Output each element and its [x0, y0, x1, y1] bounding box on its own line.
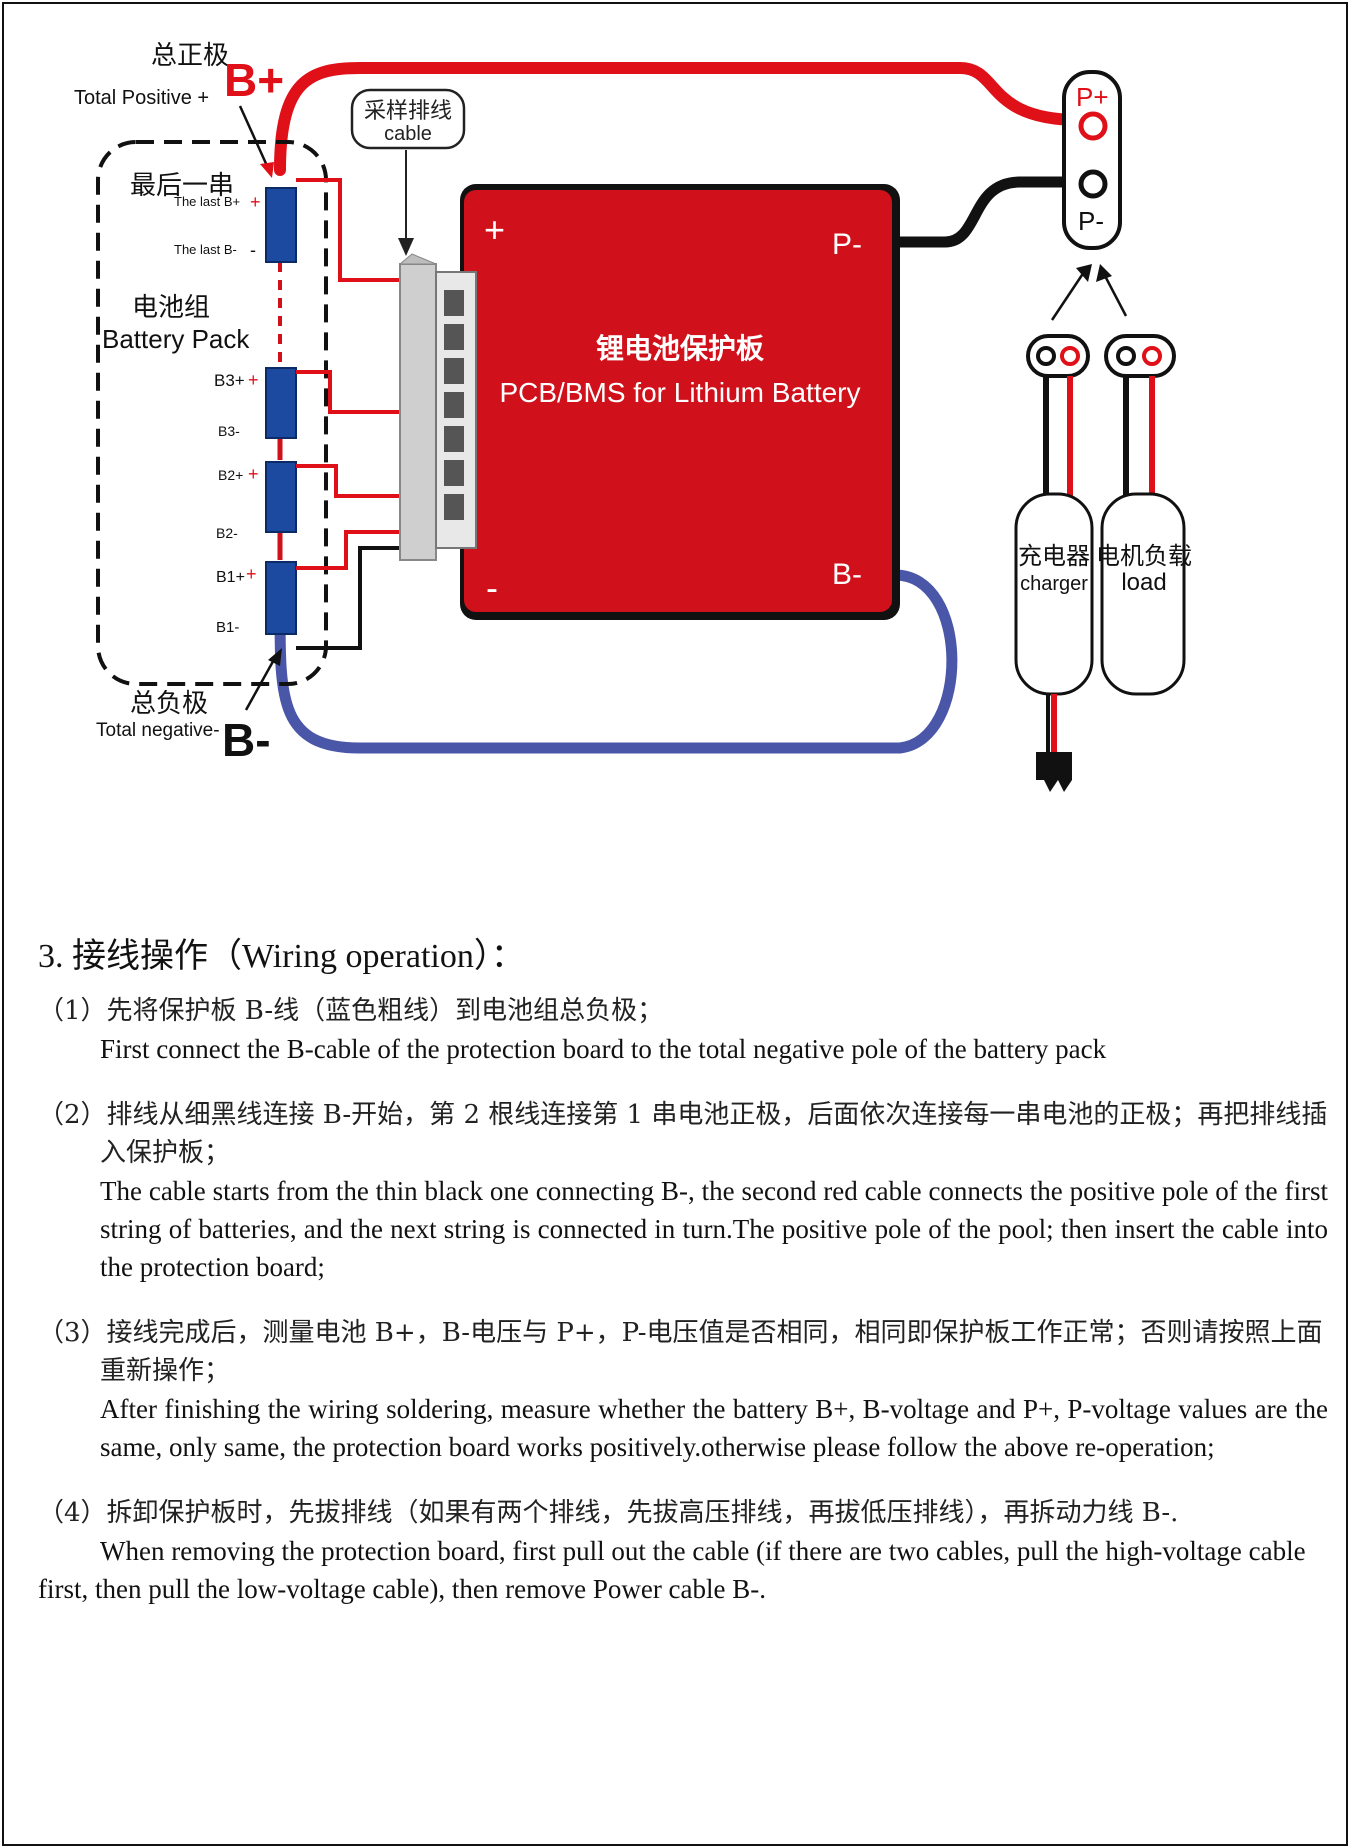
last-b-minus-label: The last B- [174, 242, 237, 257]
terminal-p-plus-label: P+ [1076, 82, 1109, 112]
step-1: （1）先将保护板 B-线（蓝色粗线）到电池组总负极； First connect… [38, 992, 1328, 1068]
terminal-p-minus-post [1078, 169, 1108, 199]
b-plus-pointer-head [260, 162, 274, 178]
charger-arrow-head [1076, 264, 1092, 282]
step-2-en: The cable starts from the thin black one… [100, 1176, 1328, 1282]
output-terminal [1062, 70, 1122, 250]
charger-label-en: charger [1020, 573, 1088, 595]
b1-plus-label: B1+ [216, 569, 245, 586]
load-plug-pos [1142, 346, 1162, 366]
b2-plus-label: B2+ [218, 467, 243, 483]
b3-plus-sign: + [248, 370, 259, 390]
charger-plug [1026, 334, 1090, 378]
p-minus-wire [895, 176, 1080, 248]
battery-pack-cn: 电池组 [132, 293, 210, 323]
last-b-plus-label: The last B+ [174, 194, 240, 209]
step-2-cn: （2）排线从细黑线连接 B-开始，第 2 根线连接第 1 串电池正极，后面依次连… [38, 1100, 1328, 1168]
b2-minus-label: B2- [216, 525, 238, 541]
battery-pack-en: Battery Pack [102, 324, 250, 354]
board-title-en: PCB/BMS for Lithium Battery [499, 377, 860, 408]
b1-plus-sign: + [246, 564, 257, 584]
load-plug-neg [1116, 346, 1136, 366]
steps-list: （1）先将保护板 B-线（蓝色粗线）到电池组总负极； First connect… [38, 992, 1328, 1636]
b1-minus-label: B1- [216, 619, 239, 636]
connector-tab [398, 253, 437, 265]
load-body [1100, 492, 1186, 696]
b-minus-label: B- [222, 714, 271, 766]
cell-b2 [265, 461, 297, 533]
cable-label-en: cable [384, 123, 432, 145]
bms-port-pins [444, 290, 464, 520]
step-4: （4）拆卸保护板时，先拔排线（如果有两个排线，先拔高压排线，再拔低压排线），再拆… [38, 1494, 1328, 1608]
sampling-wire-b-minus [296, 546, 400, 650]
b3-plus-label: B3+ [214, 371, 245, 390]
b-plus-label: B+ [224, 54, 284, 106]
charger-arrow [1050, 271, 1086, 321]
battery-pack-box [96, 140, 328, 686]
last-string-cn: 最后一串 [130, 171, 234, 201]
step-3: （3）接线完成后，测量电池 B+，B-电压与 P+，P-电压值是否相同，相同即保… [38, 1314, 1328, 1466]
board-plus-label: + [484, 209, 505, 250]
load-label-en: load [1121, 569, 1166, 596]
step-4-cn: （4）拆卸保护板时，先拔排线（如果有两个排线，先拔高压排线，再拔低压排线），再拆… [38, 1498, 1179, 1528]
wiring-diagram: 采样排线 cable + - P- B- 锂电池保护板 PCB/BMS for … [74, 41, 1192, 792]
charger-connector [1036, 752, 1072, 792]
board-title-cn: 锂电池保护板 [596, 332, 764, 365]
positive-main-wire [274, 62, 1086, 176]
sampling-wire-b1 [296, 530, 400, 570]
board-b-minus-label: B- [832, 558, 862, 591]
total-positive-cn: 总正极 [151, 41, 229, 71]
cell-b1 [265, 561, 297, 635]
step-3-en: After finishing the wiring soldering, me… [100, 1394, 1328, 1462]
step-3-cn: （3）接线完成后，测量电池 B+，B-电压与 P+，P-电压值是否相同，相同即保… [38, 1318, 1323, 1386]
terminal-p-minus-label: P- [1078, 206, 1104, 236]
b2-plus-sign: + [248, 464, 259, 484]
section-title: 3. 接线操作（Wiring operation）： [38, 938, 525, 975]
total-negative-en: Total negative- [96, 720, 220, 741]
terminal-p-plus-post [1078, 111, 1108, 141]
total-negative-cn: 总负极 [130, 689, 208, 719]
sampling-wire-last [296, 178, 400, 282]
charger-plug-neg [1036, 346, 1056, 366]
cable-label-bubble [350, 88, 466, 150]
b-minus-wire [274, 569, 958, 754]
load-plug [1104, 334, 1176, 378]
load-label-cn: 电机负载 [1096, 542, 1192, 570]
charger-label-cn: 充电器 [1018, 542, 1090, 570]
step-4-en: When removing the protection board, firs… [38, 1536, 1306, 1604]
step-1-en: First connect the B-cable of the protect… [100, 1034, 1107, 1064]
total-positive-en: Total Positive + [74, 87, 209, 109]
cell-b3 [265, 367, 297, 439]
board-minus-label: - [486, 567, 498, 608]
last-b-minus-sign: - [250, 240, 256, 260]
load-arrow-head [1096, 264, 1112, 282]
bms-board [464, 190, 892, 612]
b3-minus-label: B3- [218, 423, 240, 439]
cable-label-cn: 采样排线 [364, 99, 452, 124]
load-arrow [1102, 273, 1128, 317]
sampling-wire-b2 [296, 464, 400, 498]
sampling-wire-b3 [296, 370, 400, 414]
last-b-plus-sign: + [250, 192, 261, 212]
sampling-connector [399, 263, 437, 561]
cable-arrow-head [398, 238, 414, 256]
step-1-cn: （1）先将保护板 B-线（蓝色粗线）到电池组总负极； [38, 996, 664, 1026]
board-p-minus-label: P- [832, 228, 862, 261]
cell-last [265, 187, 297, 263]
charger-plug-pos [1060, 346, 1080, 366]
step-2: （2）排线从细黑线连接 B-开始，第 2 根线连接第 1 串电池正极，后面依次连… [38, 1096, 1328, 1286]
b-minus-pointer [244, 655, 278, 711]
b-minus-pointer-head [268, 648, 282, 666]
b-plus-pointer [238, 105, 270, 169]
